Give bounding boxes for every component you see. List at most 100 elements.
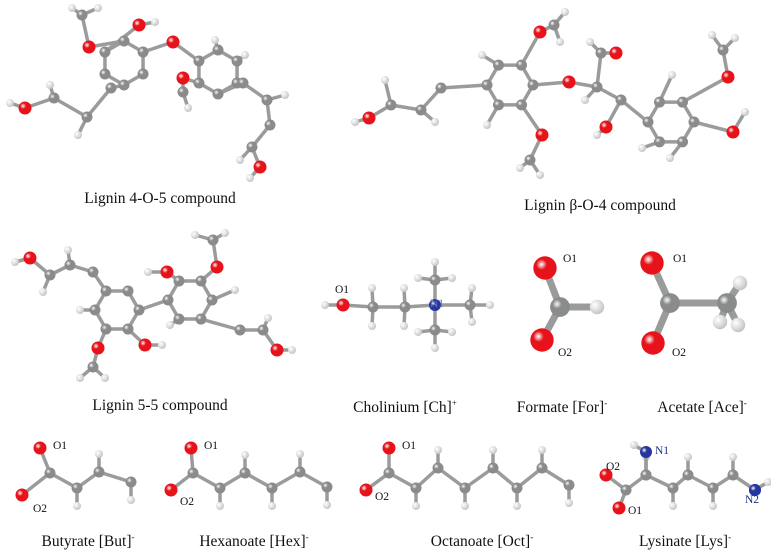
hydrogen-atom (381, 76, 389, 84)
hydrogen-atom (101, 374, 109, 382)
hydrogen-atom (630, 441, 638, 449)
oxygen-atom (253, 160, 267, 174)
hydrogen-atom (589, 299, 605, 315)
bond (436, 466, 467, 490)
oxygen-atom (164, 483, 178, 497)
butyrate-molecule (15, 441, 137, 510)
hydrogen-atom (400, 284, 408, 292)
carbon-atom (642, 116, 654, 128)
oxygen-atom (82, 40, 96, 54)
carbon-atom (261, 94, 273, 106)
hydrogen-atom (296, 450, 304, 458)
hydrogen-atom (513, 502, 521, 510)
hydrogen-atom (236, 156, 244, 164)
atom-label-lysinate-n2: N2 (745, 494, 760, 506)
bond (619, 98, 650, 124)
lignin-b-o-4-molecule (351, 8, 749, 179)
atom-label-formate-o1: O1 (563, 253, 578, 265)
hydrogen-atom (538, 446, 546, 454)
hydrogen-atom (709, 502, 717, 510)
caption-butyrate: Butyrate [But]- (41, 532, 135, 550)
oxygen-atom (359, 483, 373, 497)
hydrogen-atom (486, 301, 494, 309)
atom-label-butyrate-o2: O2 (33, 503, 48, 515)
carbon-atom (415, 104, 427, 116)
carbon-atom (71, 482, 83, 494)
bond (52, 96, 89, 119)
oxygen-atom (91, 341, 105, 355)
hydrogen-atom (434, 446, 442, 454)
carbon-atom (206, 294, 218, 306)
carbon-atom (44, 269, 56, 281)
atom-label-hexanoate-o1: O1 (204, 440, 219, 452)
caption-lignin-4-o-5: Lignin 4-O-5 compound (84, 190, 236, 207)
oxygen-atom (210, 260, 224, 274)
oxygen-atom (641, 331, 665, 355)
hydrogen-atom (268, 502, 276, 510)
hydrogen-atom (246, 174, 254, 182)
oxygen-atom (176, 71, 190, 85)
atom-label-lysinate-o1: O1 (628, 505, 643, 517)
carbon-atom (76, 9, 88, 21)
carbon-atom (429, 274, 441, 286)
hydrogen-atom (764, 478, 771, 486)
hydrogen-atom (241, 51, 249, 59)
carbon-atom (100, 323, 112, 335)
oxygen-atom (562, 75, 576, 89)
oxygen-atom (530, 328, 554, 352)
nitrogen-atom (640, 446, 652, 458)
caption-hexanoate: Hexanoate [Hex]- (199, 532, 309, 550)
hydrogen-atom (351, 118, 359, 126)
carbon-atom (87, 266, 99, 278)
atom-label-acetate-o2: O2 (672, 347, 687, 359)
hydrogen-atom (536, 171, 544, 179)
oxygen-atom (132, 18, 146, 32)
hydrogen-atom (586, 38, 594, 46)
carbon-atom (459, 482, 471, 494)
atom-label-lysinate-n1: N1 (655, 445, 670, 457)
oxygen-atom (535, 128, 549, 142)
carbon-atom (294, 466, 306, 478)
atom-label-octanoate-o2: O2 (375, 491, 390, 503)
carbon-atom (237, 77, 249, 89)
bond (692, 120, 735, 134)
hydrogen-atom (211, 36, 219, 44)
carbon-atom (550, 297, 570, 317)
caption-acetate: Acetate [Ace]- (657, 398, 747, 416)
carbon-atom (105, 82, 117, 94)
oxygen-atom (533, 25, 547, 39)
carbon-atom (44, 467, 56, 479)
carbon-atom (481, 79, 493, 91)
carbon-atom (177, 86, 189, 98)
carbon-atom (717, 44, 729, 56)
carbon-atom (93, 466, 105, 478)
carbon-atom (133, 304, 145, 316)
atom-label-butyrate-o1: O1 (53, 440, 68, 452)
hydrogen-atom (668, 71, 676, 79)
oxygen-atom (160, 265, 174, 279)
bond (199, 317, 242, 332)
atom-label-cholinium-n1: N1 (430, 298, 445, 310)
hydrogen-atom (448, 274, 456, 282)
carbon-atom (516, 99, 527, 111)
hexanoate-molecule (164, 441, 333, 510)
hydrogen-atom (412, 502, 420, 510)
carbon-atom (688, 116, 700, 128)
carbon-atom (264, 119, 276, 131)
bond (595, 51, 603, 89)
hydrogen-atom (11, 258, 19, 266)
caption-lignin-b-o-4: Lignin β-O-4 compound (524, 197, 676, 214)
oxygen-atom (612, 501, 626, 515)
oxygen-atom (362, 111, 376, 125)
hydrogen-atom (731, 34, 739, 42)
carbon-atom (99, 46, 111, 58)
oxygen-atom (184, 441, 198, 455)
cholinium-molecule (321, 258, 494, 352)
hydrogen-atom (556, 38, 564, 46)
hydrogen-atom (166, 321, 174, 329)
hydrogen-atom (431, 344, 439, 352)
carbon-atom (212, 44, 224, 56)
carbon-atom (239, 467, 251, 479)
carbon-atom (173, 313, 185, 325)
